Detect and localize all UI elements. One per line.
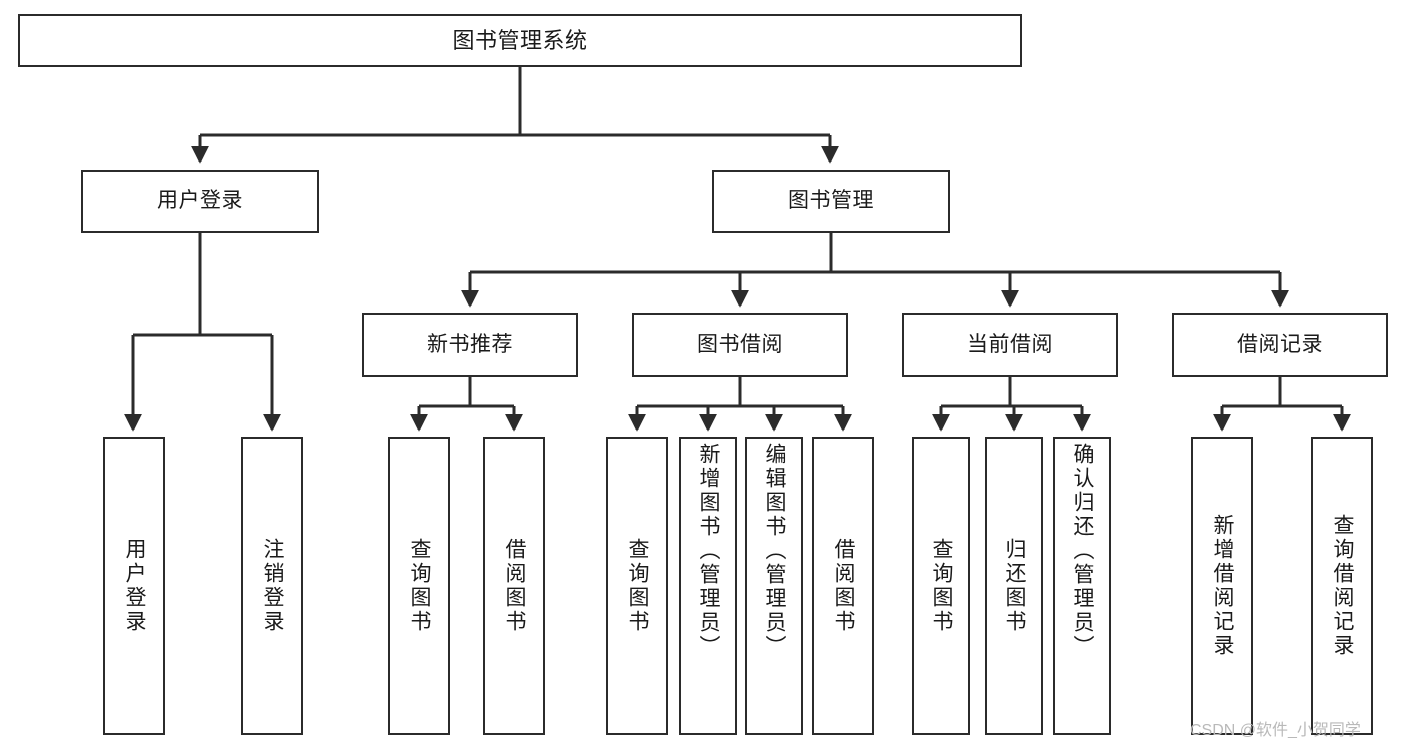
node-book-management-label: 图书管理	[788, 189, 874, 213]
leaf-add-borrow-record-label: 新增借阅记录	[1211, 514, 1235, 658]
node-user-login[interactable]: 用户登录	[81, 170, 319, 233]
leaf-borrow-books-label: 借阅图书	[832, 538, 856, 634]
leaf-borrow-books-recommend-label: 借阅图书	[503, 538, 527, 634]
leaf-query-books-recommend[interactable]: 查询图书	[388, 437, 450, 735]
leaf-confirm-return-admin-label: 确认归还（管理员）	[1071, 443, 1095, 659]
leaf-user-login-label: 用户登录	[123, 538, 147, 634]
leaf-query-books-current-label: 查询图书	[930, 538, 954, 634]
leaf-borrow-books-recommend[interactable]: 借阅图书	[483, 437, 545, 735]
leaf-query-books-current[interactable]: 查询图书	[912, 437, 970, 735]
node-current-borrow[interactable]: 当前借阅	[902, 313, 1118, 377]
node-user-login-label: 用户登录	[157, 189, 243, 213]
node-new-book-recommend-label: 新书推荐	[427, 332, 513, 356]
leaf-edit-book-admin[interactable]: 编辑图书（管理员）	[745, 437, 803, 735]
node-borrow-records[interactable]: 借阅记录	[1172, 313, 1388, 377]
leaf-edit-book-admin-label: 编辑图书（管理员）	[763, 443, 787, 659]
leaf-query-borrow-record[interactable]: 查询借阅记录	[1311, 437, 1373, 735]
leaf-return-books[interactable]: 归还图书	[985, 437, 1043, 735]
leaf-return-books-label: 归还图书	[1003, 538, 1027, 634]
watermark: CSDN @软件_小贺同学	[1190, 722, 1361, 739]
node-book-management[interactable]: 图书管理	[712, 170, 950, 233]
node-borrow-records-label: 借阅记录	[1237, 332, 1323, 356]
leaf-query-borrow-record-label: 查询借阅记录	[1331, 514, 1355, 658]
node-root[interactable]: 图书管理系统	[18, 14, 1022, 67]
leaf-add-book-admin[interactable]: 新增图书（管理员）	[679, 437, 737, 735]
node-book-borrow-label: 图书借阅	[697, 332, 783, 356]
leaf-add-book-admin-label: 新增图书（管理员）	[697, 443, 721, 659]
leaf-logout-label: 注销登录	[261, 538, 285, 634]
leaf-confirm-return-admin[interactable]: 确认归还（管理员）	[1053, 437, 1111, 735]
node-current-borrow-label: 当前借阅	[967, 332, 1053, 356]
leaf-query-books-borrow[interactable]: 查询图书	[606, 437, 668, 735]
leaf-add-borrow-record[interactable]: 新增借阅记录	[1191, 437, 1253, 735]
leaf-query-books-recommend-label: 查询图书	[408, 538, 432, 634]
node-root-label: 图书管理系统	[452, 27, 588, 53]
leaf-user-login[interactable]: 用户登录	[103, 437, 165, 735]
node-book-borrow[interactable]: 图书借阅	[632, 313, 848, 377]
leaf-logout[interactable]: 注销登录	[241, 437, 303, 735]
leaf-query-books-borrow-label: 查询图书	[626, 538, 650, 634]
leaf-borrow-books[interactable]: 借阅图书	[812, 437, 874, 735]
node-new-book-recommend[interactable]: 新书推荐	[362, 313, 578, 377]
